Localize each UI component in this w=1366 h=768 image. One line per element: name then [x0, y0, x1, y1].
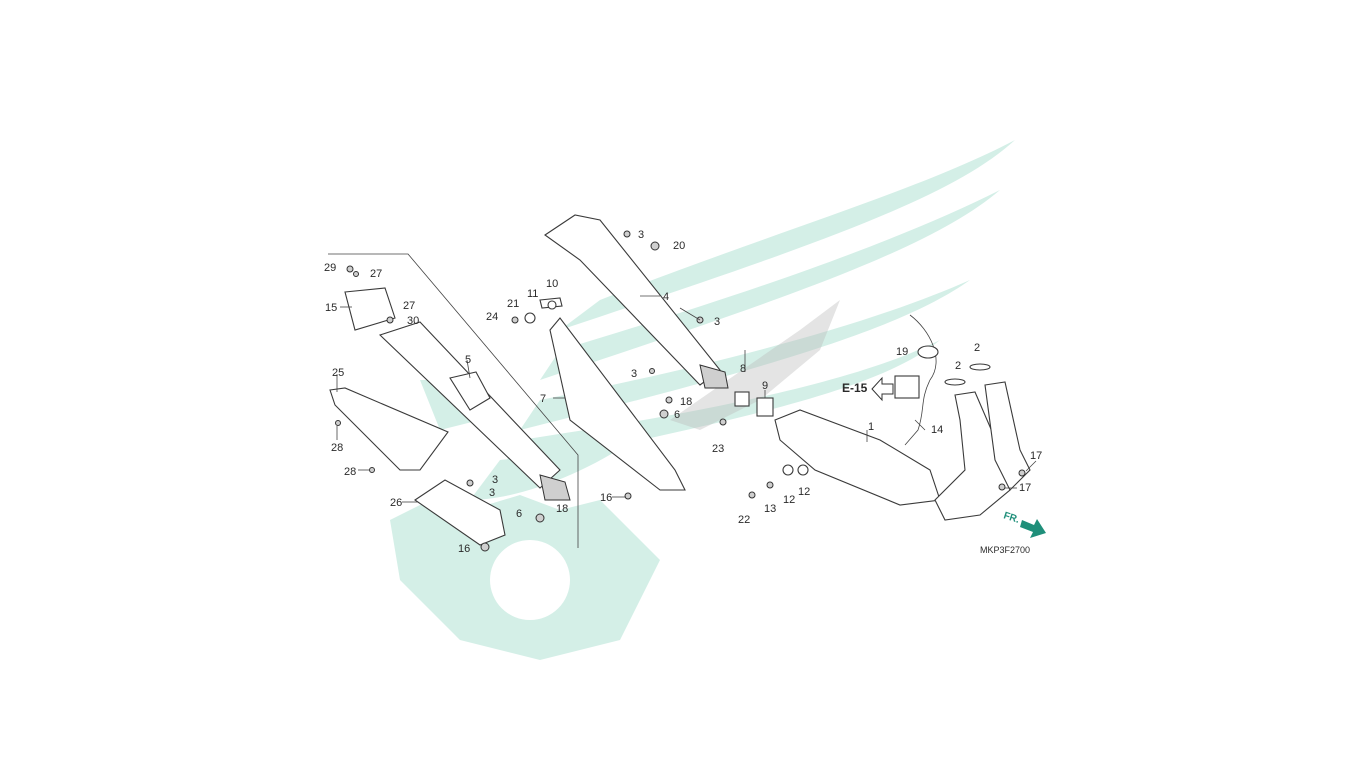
callout-label: 28 [344, 466, 356, 478]
muffler-band [329, 387, 449, 471]
callout-label: 14 [931, 424, 943, 436]
reference-label: E-15 [842, 381, 868, 395]
callout-label: 16 [600, 492, 612, 504]
callout-label: 3 [489, 487, 495, 499]
muffler-heat-guard [449, 371, 491, 411]
sleeve [756, 397, 774, 417]
end-cap [344, 287, 396, 331]
wing-texture [670, 300, 840, 430]
callout-label: 12 [783, 494, 795, 506]
front-arrow-icon [1020, 519, 1046, 538]
left-joint-pipe [539, 474, 571, 501]
cable-clamp [917, 345, 939, 359]
callout-label: 18 [680, 396, 692, 408]
callout-label: 4 [663, 291, 669, 303]
heat-shield-cover [549, 317, 686, 491]
callout-label: 2 [974, 342, 980, 354]
fasteners [335, 230, 1026, 552]
callout-label: 3 [714, 316, 720, 328]
header-pipes [934, 391, 1011, 521]
callout-label: 1 [868, 421, 874, 433]
callout-label: 27 [403, 300, 415, 312]
callout-label: 6 [674, 409, 680, 421]
diagram-code: MKP3F2700 [980, 545, 1030, 555]
callout-label: 24 [486, 311, 498, 323]
callout-label: 3 [638, 229, 644, 241]
callout-label: 13 [764, 503, 776, 515]
group-divider-line [328, 253, 579, 548]
callout-label: 25 [332, 367, 344, 379]
callout-label: 3 [492, 474, 498, 486]
callout-label: 3 [631, 368, 637, 380]
right-joint-pipe [699, 364, 729, 389]
header-pipes-rear [984, 381, 1031, 491]
exhaust-pipe-group [774, 314, 1031, 521]
callout-label: 12 [798, 486, 810, 498]
callout-label: 28 [331, 442, 343, 454]
callout-label: 20 [673, 240, 685, 252]
callout-label: 29 [324, 262, 336, 274]
callout-label: 17 [1019, 482, 1031, 494]
callout-label: 7 [540, 393, 546, 405]
gasket [734, 391, 750, 407]
callout-label: 18 [556, 503, 568, 515]
o2-sensor-cable [904, 314, 937, 446]
leader-lines [336, 295, 1037, 503]
callout-label: 19 [896, 346, 908, 358]
callout-label: 11 [527, 288, 538, 300]
callout-label: 21 [507, 298, 519, 310]
callout-label: 26 [390, 497, 402, 509]
callout-label: 30 [407, 315, 419, 327]
right-muffler-body [544, 214, 721, 386]
lower-protector [414, 479, 506, 546]
callout-label: 2 [955, 360, 961, 372]
callout-label: 6 [516, 508, 522, 520]
callout-label: 23 [712, 443, 724, 455]
callout-label: 17 [1030, 450, 1042, 462]
callout-label: 27 [370, 268, 382, 280]
callout-label: 10 [546, 278, 558, 290]
callout-label: 16 [458, 543, 470, 555]
left-muffler-group [329, 287, 571, 546]
callout-label: 8 [740, 363, 746, 375]
sensor-bracket [894, 375, 920, 399]
front-label: FR. [1002, 510, 1021, 526]
callout-label: 15 [325, 302, 337, 314]
callout-label: 9 [762, 380, 768, 392]
center-muffler-group [539, 214, 774, 491]
callout-label: 22 [738, 514, 750, 526]
callout-label: 5 [465, 354, 471, 366]
reference-arrow: E-15 [842, 376, 894, 402]
front-direction-indicator: FR. [1002, 510, 1046, 538]
